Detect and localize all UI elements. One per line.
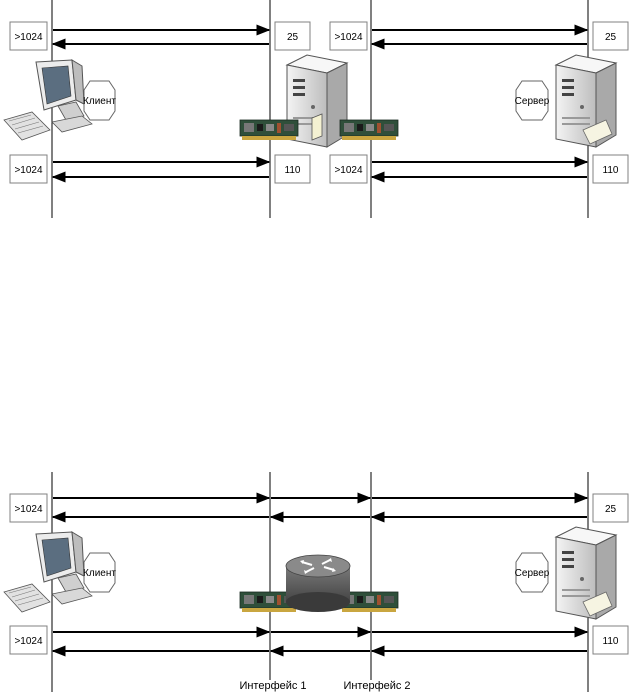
port-label: >1024: [14, 504, 43, 515]
port-label: >1024: [334, 165, 363, 176]
server-label-hexagon: Сервер: [515, 80, 550, 121]
server-label-hexagon: Сервер: [515, 552, 550, 593]
network-card-icon: [339, 119, 399, 141]
port-label: 110: [603, 636, 619, 647]
server-label: Сервер: [515, 568, 550, 579]
client-computer-icon: [3, 59, 93, 141]
interface-1-label: Интерфейс 1: [239, 680, 306, 692]
port-label: 25: [287, 32, 299, 43]
mail-server-icon: [555, 54, 617, 148]
client-label-hexagon: Клиент: [83, 552, 116, 593]
port-box-proxy-in-smtp: 25: [274, 21, 311, 51]
network-card-icon: [239, 119, 299, 141]
port-box-server-pop: 110: [592, 625, 629, 655]
router-icon: [285, 554, 351, 612]
mail-server-icon: [555, 526, 617, 620]
port-box-proxy-in-pop: 110: [274, 154, 311, 184]
port-box-proxy-out-pop: >1024: [329, 154, 368, 184]
interface-2-label: Интерфейс 2: [343, 680, 410, 692]
bottom-diagram: >1024 25 >1024 110: [3, 472, 629, 692]
port-label: >1024: [14, 165, 43, 176]
client-computer-icon: [3, 531, 93, 613]
port-label: 110: [603, 165, 619, 176]
server-label: Сервер: [515, 96, 550, 107]
port-box-client-smtp: >1024: [9, 21, 48, 51]
client-label: Клиент: [83, 96, 116, 107]
port-label: >1024: [14, 636, 43, 647]
port-label: >1024: [334, 32, 363, 43]
port-box-proxy-out-smtp: >1024: [329, 21, 368, 51]
top-diagram: >1024 25 >1024 25 >1024 110 >1024 110: [3, 0, 629, 218]
port-box-server-smtp: 25: [592, 21, 629, 51]
port-box-client-pop: >1024: [9, 625, 48, 655]
client-label: Клиент: [83, 568, 116, 579]
port-label: >1024: [14, 32, 43, 43]
client-label-hexagon: Клиент: [83, 80, 116, 121]
port-box-client-pop: >1024: [9, 154, 48, 184]
ethernet-connector-icon: [311, 113, 323, 141]
port-label: 25: [605, 504, 617, 515]
port-box-server-smtp: 25: [592, 493, 629, 523]
port-label: 25: [605, 32, 617, 43]
port-box-server-pop: 110: [592, 154, 629, 184]
port-label: 110: [285, 165, 301, 176]
port-box-client-smtp: >1024: [9, 493, 48, 523]
